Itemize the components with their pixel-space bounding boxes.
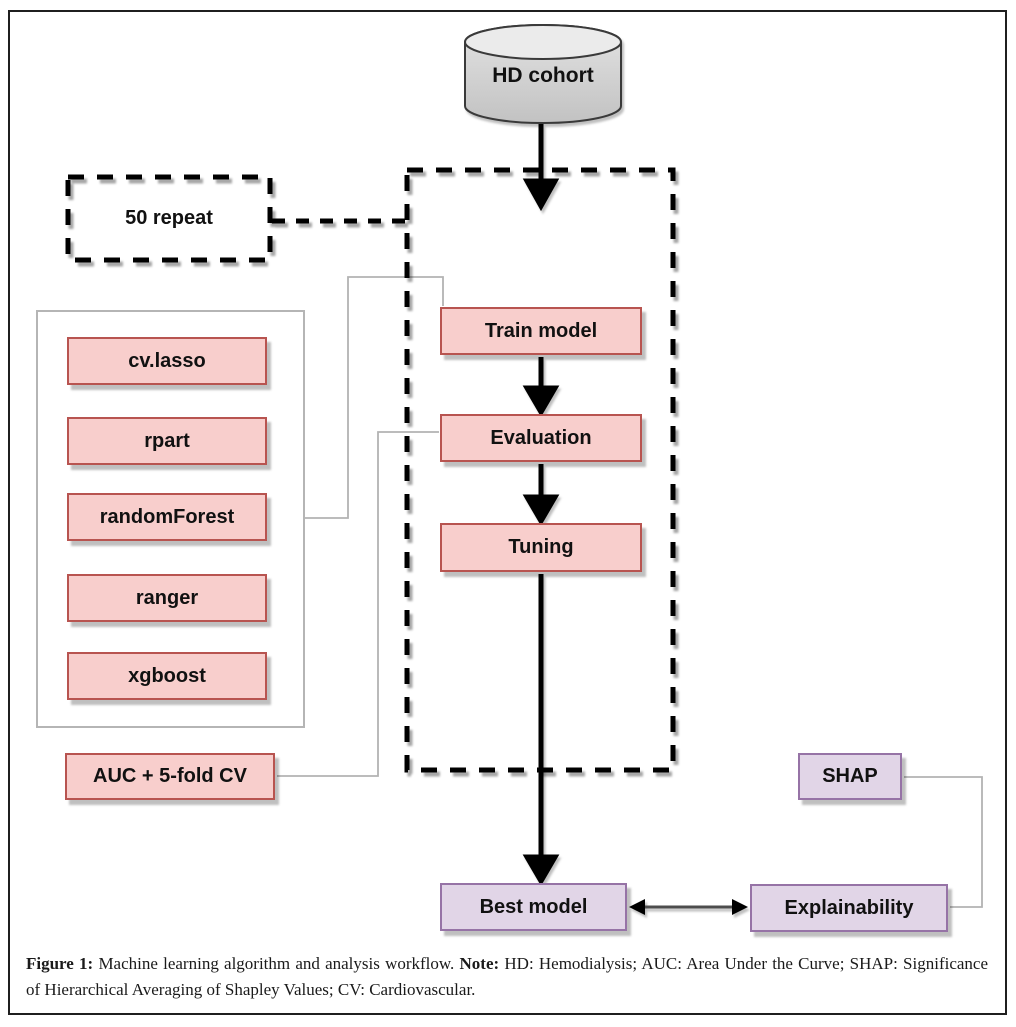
models-group-box — [36, 310, 305, 728]
arrowhead-evaluation — [522, 385, 560, 417]
caption-figure-label: Figure 1: — [26, 954, 94, 973]
shap-box: SHAP — [798, 753, 902, 800]
arrowhead-bestmodel — [522, 854, 560, 886]
caption-note-text: HD: Hemodialysis; AUC: Area Under the Cu… — [26, 954, 989, 999]
auc-box: AUC + 5-fold CV — [65, 753, 275, 800]
connector-auc-to-evaluation — [277, 431, 439, 777]
caption-note-label: Note: — [459, 954, 500, 973]
arrowhead-right — [732, 899, 748, 915]
repeat-label: 50 repeat — [125, 207, 213, 229]
hd-cohort-label: HD cohort — [492, 64, 594, 87]
connector-shap-to-explainability — [904, 776, 983, 908]
flow-arrows — [522, 124, 748, 915]
model-box-ranger: ranger — [67, 574, 267, 622]
model-box-cvlasso: cv.lasso — [67, 337, 267, 385]
figure-border-frame — [8, 10, 1007, 1015]
repeat-dashed-box — [65, 174, 273, 263]
train-model-box: Train model — [440, 307, 642, 355]
arrowhead-tuning — [522, 494, 560, 526]
evaluation-box: Evaluation — [440, 414, 642, 462]
cylinder-top — [464, 24, 622, 60]
model-box-randomforest: randomForest — [67, 493, 267, 541]
figure-caption: Figure 1: Machine learning algorithm and… — [26, 951, 988, 1003]
arrowhead-cohort — [522, 178, 560, 212]
arrowhead-left — [629, 899, 645, 915]
explainability-box: Explainability — [750, 884, 948, 932]
best-model-box: Best model — [440, 883, 627, 931]
caption-figure-text: Machine learning algorithm and analysis … — [98, 954, 455, 973]
arrow-bestmodel-explainability — [629, 899, 748, 915]
gray-connectors — [277, 276, 983, 908]
model-box-rpart: rpart — [67, 417, 267, 465]
hd-cohort-database — [464, 24, 622, 124]
connector-models-to-train — [305, 276, 444, 519]
tuning-box: Tuning — [440, 523, 642, 572]
model-box-xgboost: xgboost — [67, 652, 267, 700]
